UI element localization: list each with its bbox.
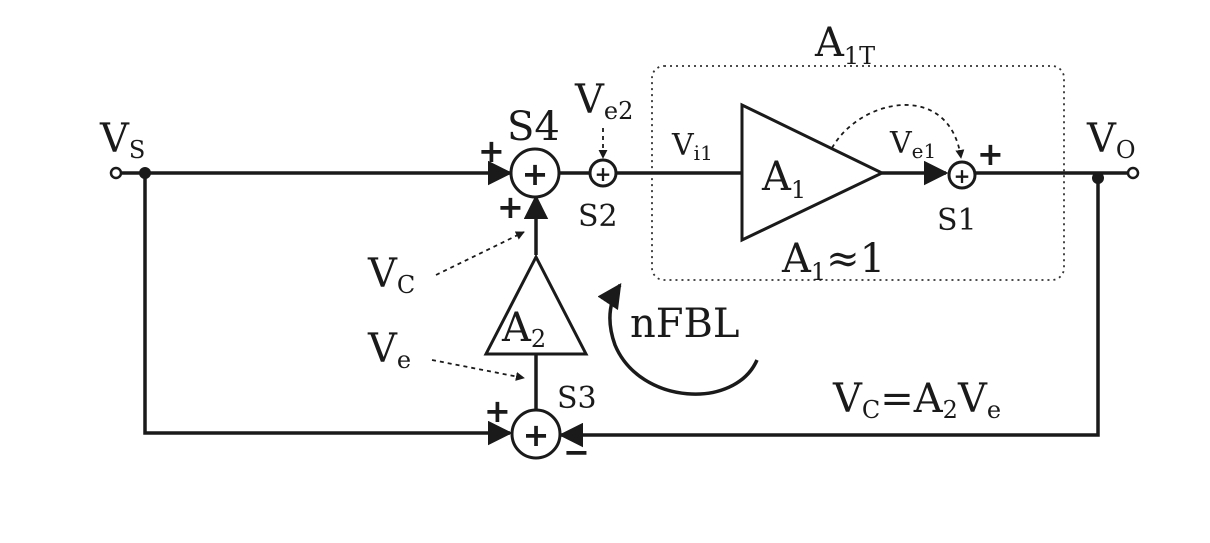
vo-junction-dot — [1092, 172, 1104, 184]
s3-summing-junction — [510, 408, 562, 460]
vc-pointer-arrow — [435, 231, 525, 276]
s1-sum-symbol: + — [954, 164, 971, 188]
ve2-label: Ve2 — [574, 77, 633, 125]
ve1-injection-arrow — [831, 104, 965, 159]
s3-sum-symbol: + — [523, 416, 550, 454]
s4-summing-junction — [509, 147, 561, 199]
s2-sum-symbol: + — [595, 162, 612, 186]
vs-terminal — [109, 166, 123, 180]
a1t-label: A1T — [814, 20, 875, 70]
s1-summing-junction — [947, 160, 977, 190]
vo-label: VO — [1086, 116, 1136, 164]
a1-label: A1 — [761, 154, 806, 204]
s3-label: S3 — [557, 381, 597, 416]
vs-label: VS — [99, 116, 145, 164]
s4-plus-left: + — [478, 132, 505, 170]
s2-label: S2 — [578, 199, 618, 234]
s3-minus-bottom: − — [563, 433, 590, 471]
wire-vs-to-s3 — [143, 173, 513, 446]
ve1-label: Ve1 — [889, 126, 936, 163]
vo-terminal — [1126, 166, 1140, 180]
a1-approx-label: A1≈1 — [781, 236, 885, 286]
ve-label: Ve — [367, 326, 411, 374]
s1-label: S1 — [937, 203, 977, 238]
s3-plus-left: + — [484, 392, 511, 430]
vc-equation: VC=A2Ve — [832, 376, 1001, 424]
nfbl-loop-arrow — [597, 282, 759, 396]
s2-summing-junction — [588, 158, 618, 188]
a2-label: A2 — [501, 305, 546, 353]
wire-vo-to-s3 — [558, 173, 1100, 448]
s4-label: S4 — [507, 104, 560, 150]
vc-label: VC — [367, 251, 415, 299]
s1-plus-right: + — [977, 135, 1004, 173]
vi1-label: Vi1 — [671, 128, 713, 165]
a1-amplifier — [740, 102, 886, 243]
nfbl-label: nFBL — [630, 301, 739, 347]
s4-plus-bottom: + — [497, 188, 524, 226]
vs-junction-dot — [139, 167, 151, 179]
ve-pointer-arrow — [431, 359, 525, 381]
a2-amplifier — [483, 253, 589, 356]
s4-sum-symbol: + — [522, 155, 549, 193]
